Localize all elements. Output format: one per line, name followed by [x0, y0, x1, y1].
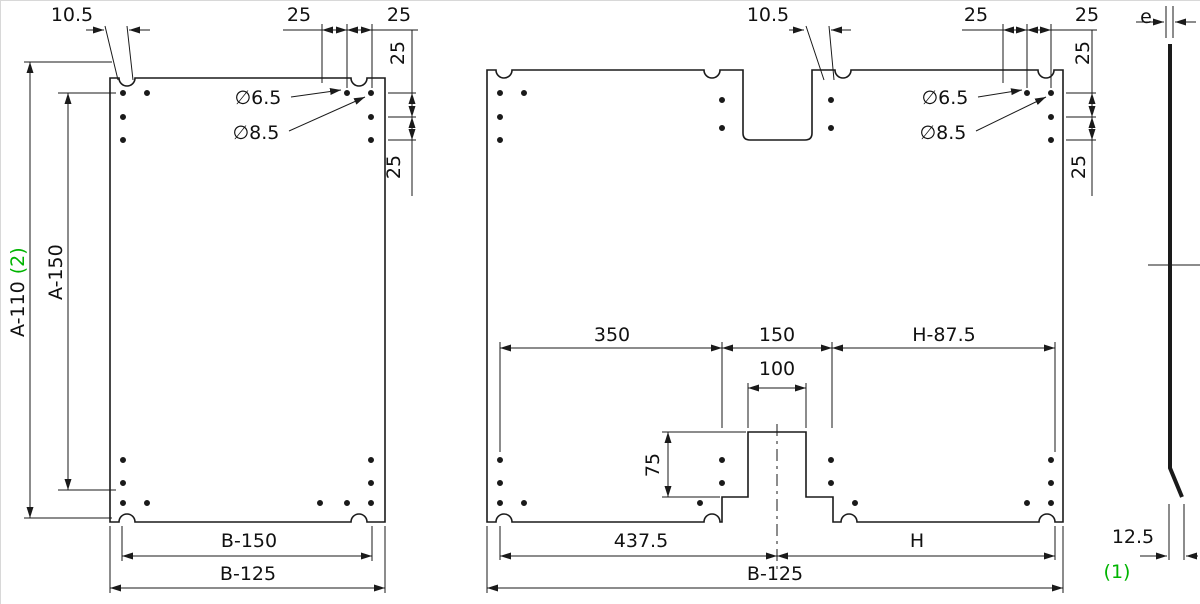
dim-label-12-5: 12.5 [1112, 526, 1154, 548]
dim-label-25-b: 25 [1075, 4, 1099, 26]
dim-label-dia-6-5: ∅6.5 [235, 87, 282, 109]
dim-label-25-side-a: 25 [387, 41, 409, 65]
dim-label-75: 75 [642, 453, 664, 477]
leader-dia-8-5 [288, 96, 366, 132]
side-profile-view: e 12.5 (1) [1104, 6, 1200, 583]
right-plate-extension-lines [486, 24, 1097, 593]
dim-label-25-side-b: 25 [1068, 155, 1090, 179]
dim-label-10-5: 10.5 [51, 4, 93, 26]
dim-label-dia-8-5: ∅8.5 [233, 122, 280, 144]
dim-label-dia-8-5: ∅8.5 [920, 122, 967, 144]
dim-label-dia-6-5: ∅6.5 [922, 87, 969, 109]
dim-label-b125-right: B-125 [747, 563, 803, 585]
dim-label-25-side-b: 25 [383, 155, 405, 179]
right-plate-mounting-holes [497, 90, 1054, 506]
right-plate-outline [486, 69, 1064, 523]
plate-edge-profile [1168, 44, 1184, 498]
dim-label-a110-group: A-110 (2) [7, 247, 29, 337]
leader-dia-8-5 [975, 96, 1047, 132]
dim-label-h-87-5: H-87.5 [912, 324, 975, 346]
right-plate-view: 10.5 25 25 25 25 ∅6.5 ∅8.5 350 150 H-87.… [486, 4, 1099, 593]
dim-label-e: e [1140, 6, 1152, 28]
dim-label-a110: A-110 [7, 281, 29, 337]
dim-label-25-b: 25 [387, 4, 411, 26]
dim-label-h: H [910, 530, 924, 552]
left-plate-outline [109, 77, 386, 523]
dim-label-25-a: 25 [964, 4, 988, 26]
left-plate-view: 10.5 25 25 25 25 ∅6.5 ∅8.5 A-110 (2) A-15… [7, 4, 418, 593]
left-plate-mounting-holes [120, 90, 374, 506]
dim-label-437-5: 437.5 [614, 530, 668, 552]
note-1: (1) [1104, 561, 1131, 583]
leader-dia-6-5 [290, 88, 342, 98]
dim-label-350: 350 [594, 324, 630, 346]
dim-label-a150: A-150 [45, 244, 67, 300]
dim-label-25-side-a: 25 [1072, 41, 1094, 65]
side-extension-lines [1165, 6, 1185, 560]
dim-label-10-5: 10.5 [747, 4, 789, 26]
dim-label-b150: B-150 [221, 530, 277, 552]
leader-dia-6-5 [977, 88, 1023, 98]
left-plate-extension-lines [24, 24, 418, 593]
dim-label-100: 100 [759, 358, 795, 380]
dim-label-b125-left: B-125 [220, 563, 276, 585]
dim-label-25-a: 25 [287, 4, 311, 26]
note-2: (2) [7, 247, 29, 274]
dim-label-150: 150 [759, 324, 795, 346]
